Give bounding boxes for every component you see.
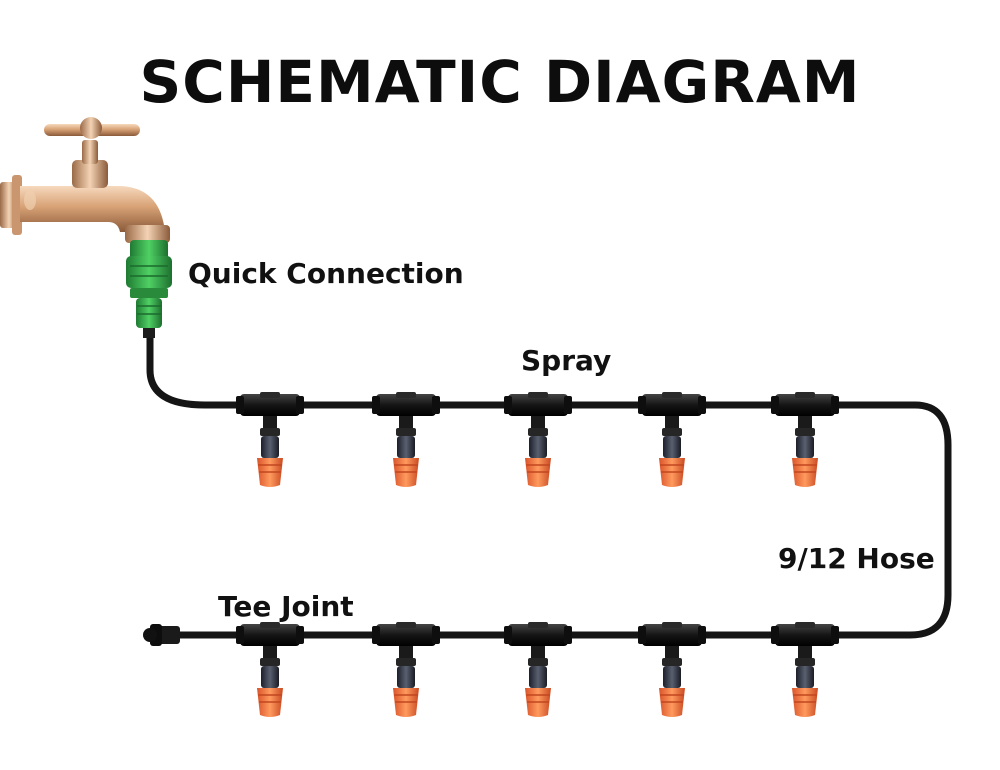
quick-connector-icon [126, 240, 172, 338]
tee-joint-icon [770, 621, 840, 718]
tee-joint-icon [637, 621, 707, 718]
end-plug-icon [143, 624, 180, 646]
hose [146, 321, 952, 639]
tee-joint-icon [503, 391, 573, 488]
tee-joint-icon [371, 391, 441, 488]
tee-joint-icon [371, 621, 441, 718]
faucet-icon [0, 117, 170, 243]
quick-connection-label: Quick Connection [188, 257, 464, 290]
tee-joint-icon [770, 391, 840, 488]
hose-label: 9/12 Hose [778, 542, 935, 575]
tee-joint-icon [503, 621, 573, 718]
tee-joint-label: Tee Joint [218, 590, 354, 623]
page-title: SCHEMATIC DIAGRAM [139, 48, 861, 116]
spray-label: Spray [521, 344, 612, 377]
tee-joint-icon [637, 391, 707, 488]
tee-joint-icon [235, 621, 305, 718]
tee-joint-icon [235, 391, 305, 488]
